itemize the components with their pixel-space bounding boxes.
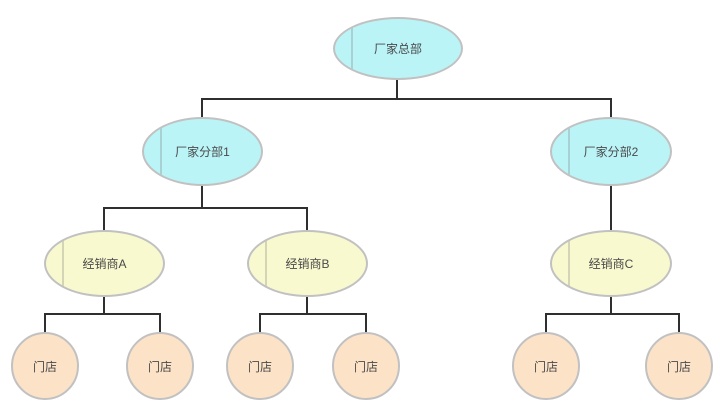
connector-segment bbox=[610, 98, 612, 118]
node-divider-line bbox=[568, 119, 570, 184]
connector-segment bbox=[678, 313, 680, 333]
connector-segment bbox=[103, 295, 105, 314]
connector-segment bbox=[201, 98, 203, 118]
node-divider-line bbox=[351, 19, 353, 78]
node-label: 厂家分部2 bbox=[583, 145, 639, 159]
node-dealer-b[interactable]: 经销商B bbox=[247, 230, 368, 297]
node-store-4[interactable]: 门店 bbox=[332, 332, 400, 400]
node-label: 经销商A bbox=[82, 257, 127, 271]
connector-segment bbox=[259, 313, 367, 315]
connector-segment bbox=[201, 98, 612, 100]
connector-segment bbox=[44, 313, 161, 315]
connector-segment bbox=[545, 313, 680, 315]
node-label: 经销商C bbox=[588, 257, 634, 271]
node-dealer-a[interactable]: 经销商A bbox=[44, 230, 165, 297]
node-label: 厂家分部1 bbox=[175, 145, 230, 159]
node-branch-1[interactable]: 厂家分部1 bbox=[142, 117, 263, 186]
node-divider-line bbox=[160, 119, 162, 184]
connector-segment bbox=[396, 80, 398, 99]
node-store-3[interactable]: 门店 bbox=[226, 332, 294, 400]
node-label: 经销商B bbox=[285, 257, 330, 271]
node-branch-2[interactable]: 厂家分部2 bbox=[550, 117, 672, 186]
node-label: 门店 bbox=[247, 359, 272, 374]
node-label: 厂家总部 bbox=[373, 42, 422, 56]
connector-segment bbox=[545, 313, 547, 333]
connector-segment bbox=[610, 295, 612, 314]
node-divider-line bbox=[62, 232, 64, 295]
connector-segment bbox=[306, 207, 308, 231]
node-store-1[interactable]: 门店 bbox=[11, 332, 79, 400]
node-divider-line bbox=[265, 232, 267, 295]
connector-segment bbox=[306, 295, 308, 314]
connector-segment bbox=[610, 184, 612, 231]
node-store-6[interactable]: 门店 bbox=[645, 332, 713, 400]
connector-segment bbox=[259, 313, 261, 333]
node-divider-line bbox=[568, 232, 570, 295]
connector-segment bbox=[103, 207, 308, 209]
connector-segment bbox=[159, 313, 161, 333]
connector-segment bbox=[365, 313, 367, 333]
node-label: 门店 bbox=[353, 359, 378, 374]
node-store-5[interactable]: 门店 bbox=[512, 332, 580, 400]
node-label: 门店 bbox=[666, 359, 691, 374]
node-dealer-c[interactable]: 经销商C bbox=[550, 230, 672, 297]
connector-segment bbox=[103, 207, 105, 231]
connector-segment bbox=[201, 184, 203, 208]
node-label: 门店 bbox=[533, 359, 558, 374]
node-label: 门店 bbox=[32, 359, 57, 374]
node-store-2[interactable]: 门店 bbox=[126, 332, 194, 400]
connector-segment bbox=[44, 313, 46, 333]
node-label: 门店 bbox=[147, 359, 172, 374]
node-hq[interactable]: 厂家总部 bbox=[333, 17, 463, 80]
